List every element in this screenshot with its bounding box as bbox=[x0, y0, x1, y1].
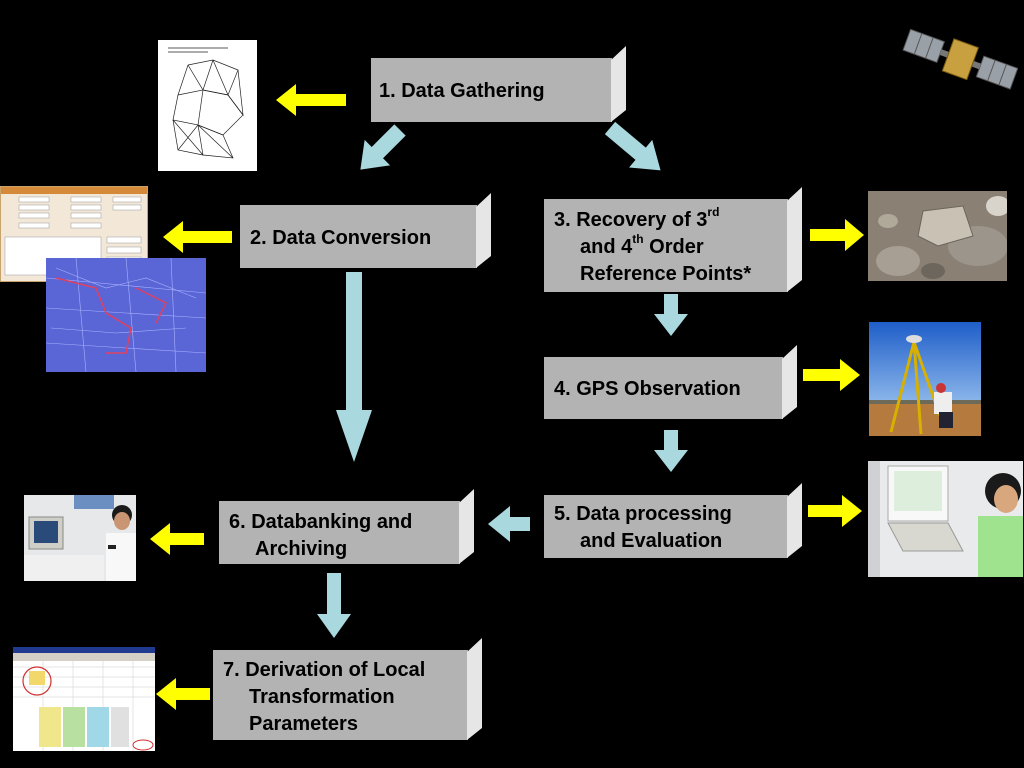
step-2-label: 2. Data Conversion bbox=[250, 227, 432, 249]
step-5-line-2: and Evaluation bbox=[580, 530, 723, 552]
step-2-box: 2. Data Conversion bbox=[240, 193, 491, 268]
satellite bbox=[900, 18, 1018, 108]
gps-tripod-photo bbox=[869, 322, 981, 436]
arrow-3-to-4 bbox=[654, 294, 688, 336]
step-3-line-2: and 4th Order bbox=[580, 232, 704, 258]
yellow-arrow-5 bbox=[808, 495, 862, 527]
step-6-line-1: 6. Databanking and bbox=[229, 511, 413, 533]
step-3-line-3: Reference Points* bbox=[580, 263, 752, 285]
operator-at-computer-photo bbox=[868, 461, 1023, 577]
step-4-label: 4. GPS Observation bbox=[554, 378, 741, 400]
step-5-line-1: 5. Data processing bbox=[554, 503, 732, 525]
yellow-arrow-2 bbox=[163, 221, 232, 253]
step-4-box: 4. GPS Observation bbox=[544, 345, 797, 419]
arrow-1-to-2 bbox=[360, 124, 406, 170]
step-7-line-3: Parameters bbox=[249, 713, 358, 735]
yellow-arrow-4 bbox=[803, 359, 860, 391]
step-7-line-1: 7. Derivation of Local bbox=[223, 659, 426, 681]
step-1-box: 1. Data Gathering bbox=[371, 46, 626, 122]
step-3-line-1: 3. Recovery of 3rd bbox=[554, 205, 720, 231]
step-6-box: 6. Databanking and Archiving bbox=[219, 489, 474, 564]
blue-cadastral-map bbox=[46, 258, 206, 372]
triangulation-network-map bbox=[158, 40, 257, 171]
step-7-box: 7. Derivation of Local Transformation Pa… bbox=[213, 638, 482, 740]
yellow-arrow-1 bbox=[276, 84, 346, 116]
arrow-6-to-7 bbox=[317, 573, 351, 638]
arrow-5-to-6 bbox=[488, 506, 530, 542]
step-1-label: 1. Data Gathering bbox=[379, 80, 545, 102]
step-7-line-2: Transformation bbox=[249, 686, 395, 708]
yellow-arrow-6 bbox=[150, 523, 204, 555]
step-6-line-2: Archiving bbox=[255, 538, 348, 560]
reference-monument-photo bbox=[868, 191, 1007, 281]
arrow-1-to-3 bbox=[604, 121, 661, 171]
step-5-box: 5. Data processing and Evaluation bbox=[544, 483, 802, 558]
step-3-box: 3. Recovery of 3rd and 4th Order Referen… bbox=[544, 187, 802, 292]
arrow-4-to-5 bbox=[654, 430, 688, 472]
spreadsheet-screenshot bbox=[13, 647, 155, 751]
man-at-desk-computer-photo bbox=[24, 495, 136, 581]
yellow-arrow-3 bbox=[810, 219, 864, 251]
yellow-arrow-7 bbox=[156, 678, 210, 710]
arrow-2-to-6 bbox=[336, 272, 372, 462]
